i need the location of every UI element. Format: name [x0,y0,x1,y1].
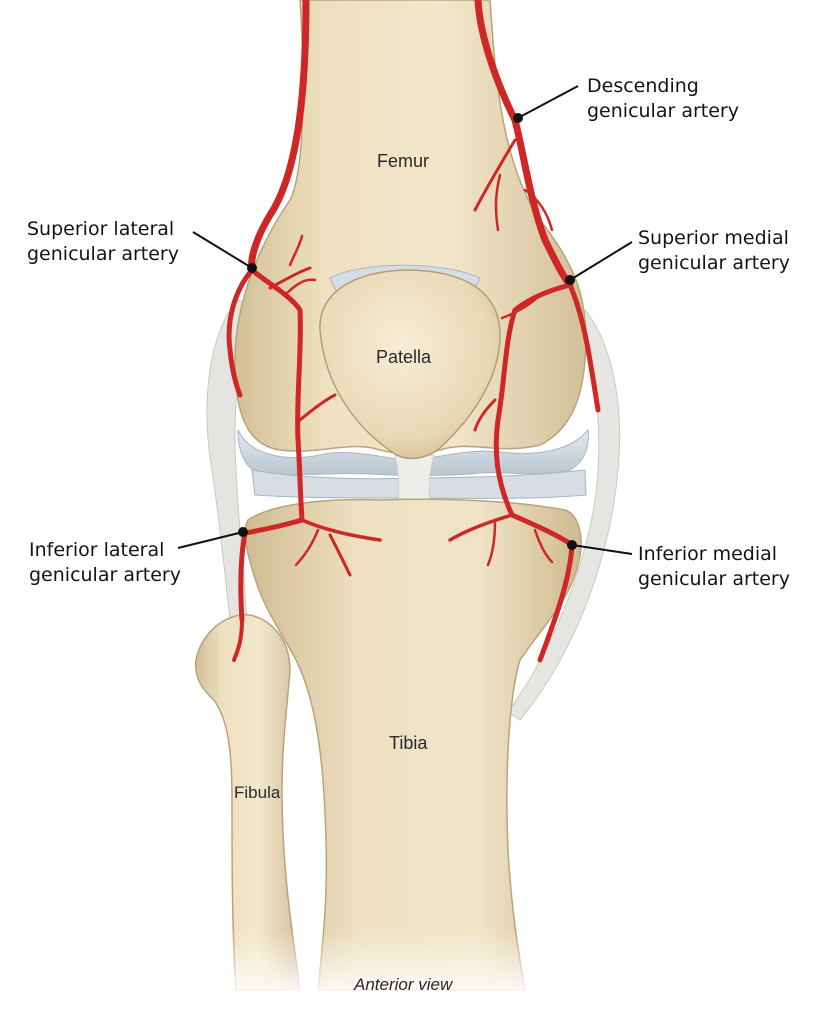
descending-genicular-artery-label: Descending genicular artery [587,74,739,124]
superior-medial-genicular-artery [567,282,601,413]
inferior-lateral-label-line2: genicular artery [29,564,181,586]
femoral-cartilage [237,428,589,476]
inferior-medial-label-line2: genicular artery [638,568,790,590]
lateral-descending-vessel [248,0,310,274]
patella-bone [319,269,501,460]
fibula-bone [194,614,301,991]
superior-lateral-label-line1: Superior lateral [27,218,175,240]
fibula-label: Fibula [234,783,281,802]
tibia-label: Tibia [389,733,428,753]
patella-label: Patella [376,347,432,367]
inferior-medial-label-line1: Inferior medial [638,543,778,565]
descending-genicular-artery [474,0,574,289]
superior-lateral-label-line2: genicular artery [27,243,179,265]
superior-lateral-genicular-artery [226,267,255,398]
superior-medial-genicular-artery-label: Superior medial genicular artery [638,226,790,276]
superior-medial-label-line2: genicular artery [638,252,790,274]
joint-ligament-fibers [394,454,435,506]
genicular-arteries [226,0,601,663]
inferior-lateral-label-line1: Inferior lateral [29,539,165,561]
descending-label-line2: genicular artery [587,100,739,122]
inferior-lateral-genicular-artery-label: Inferior lateral genicular artery [29,538,181,588]
tibia-bone [244,498,582,991]
descending-label-line1: Descending [587,75,699,97]
femur-label: Femur [377,151,430,171]
superior-medial-label-line1: Superior medial [638,227,789,249]
inferior-medial-genicular-artery-label: Inferior medial genicular artery [638,542,790,592]
superior-lateral-genicular-artery-label: Superior lateral genicular artery [27,217,179,267]
view-caption: Anterior view [354,975,453,994]
leader-lines [177,85,633,555]
